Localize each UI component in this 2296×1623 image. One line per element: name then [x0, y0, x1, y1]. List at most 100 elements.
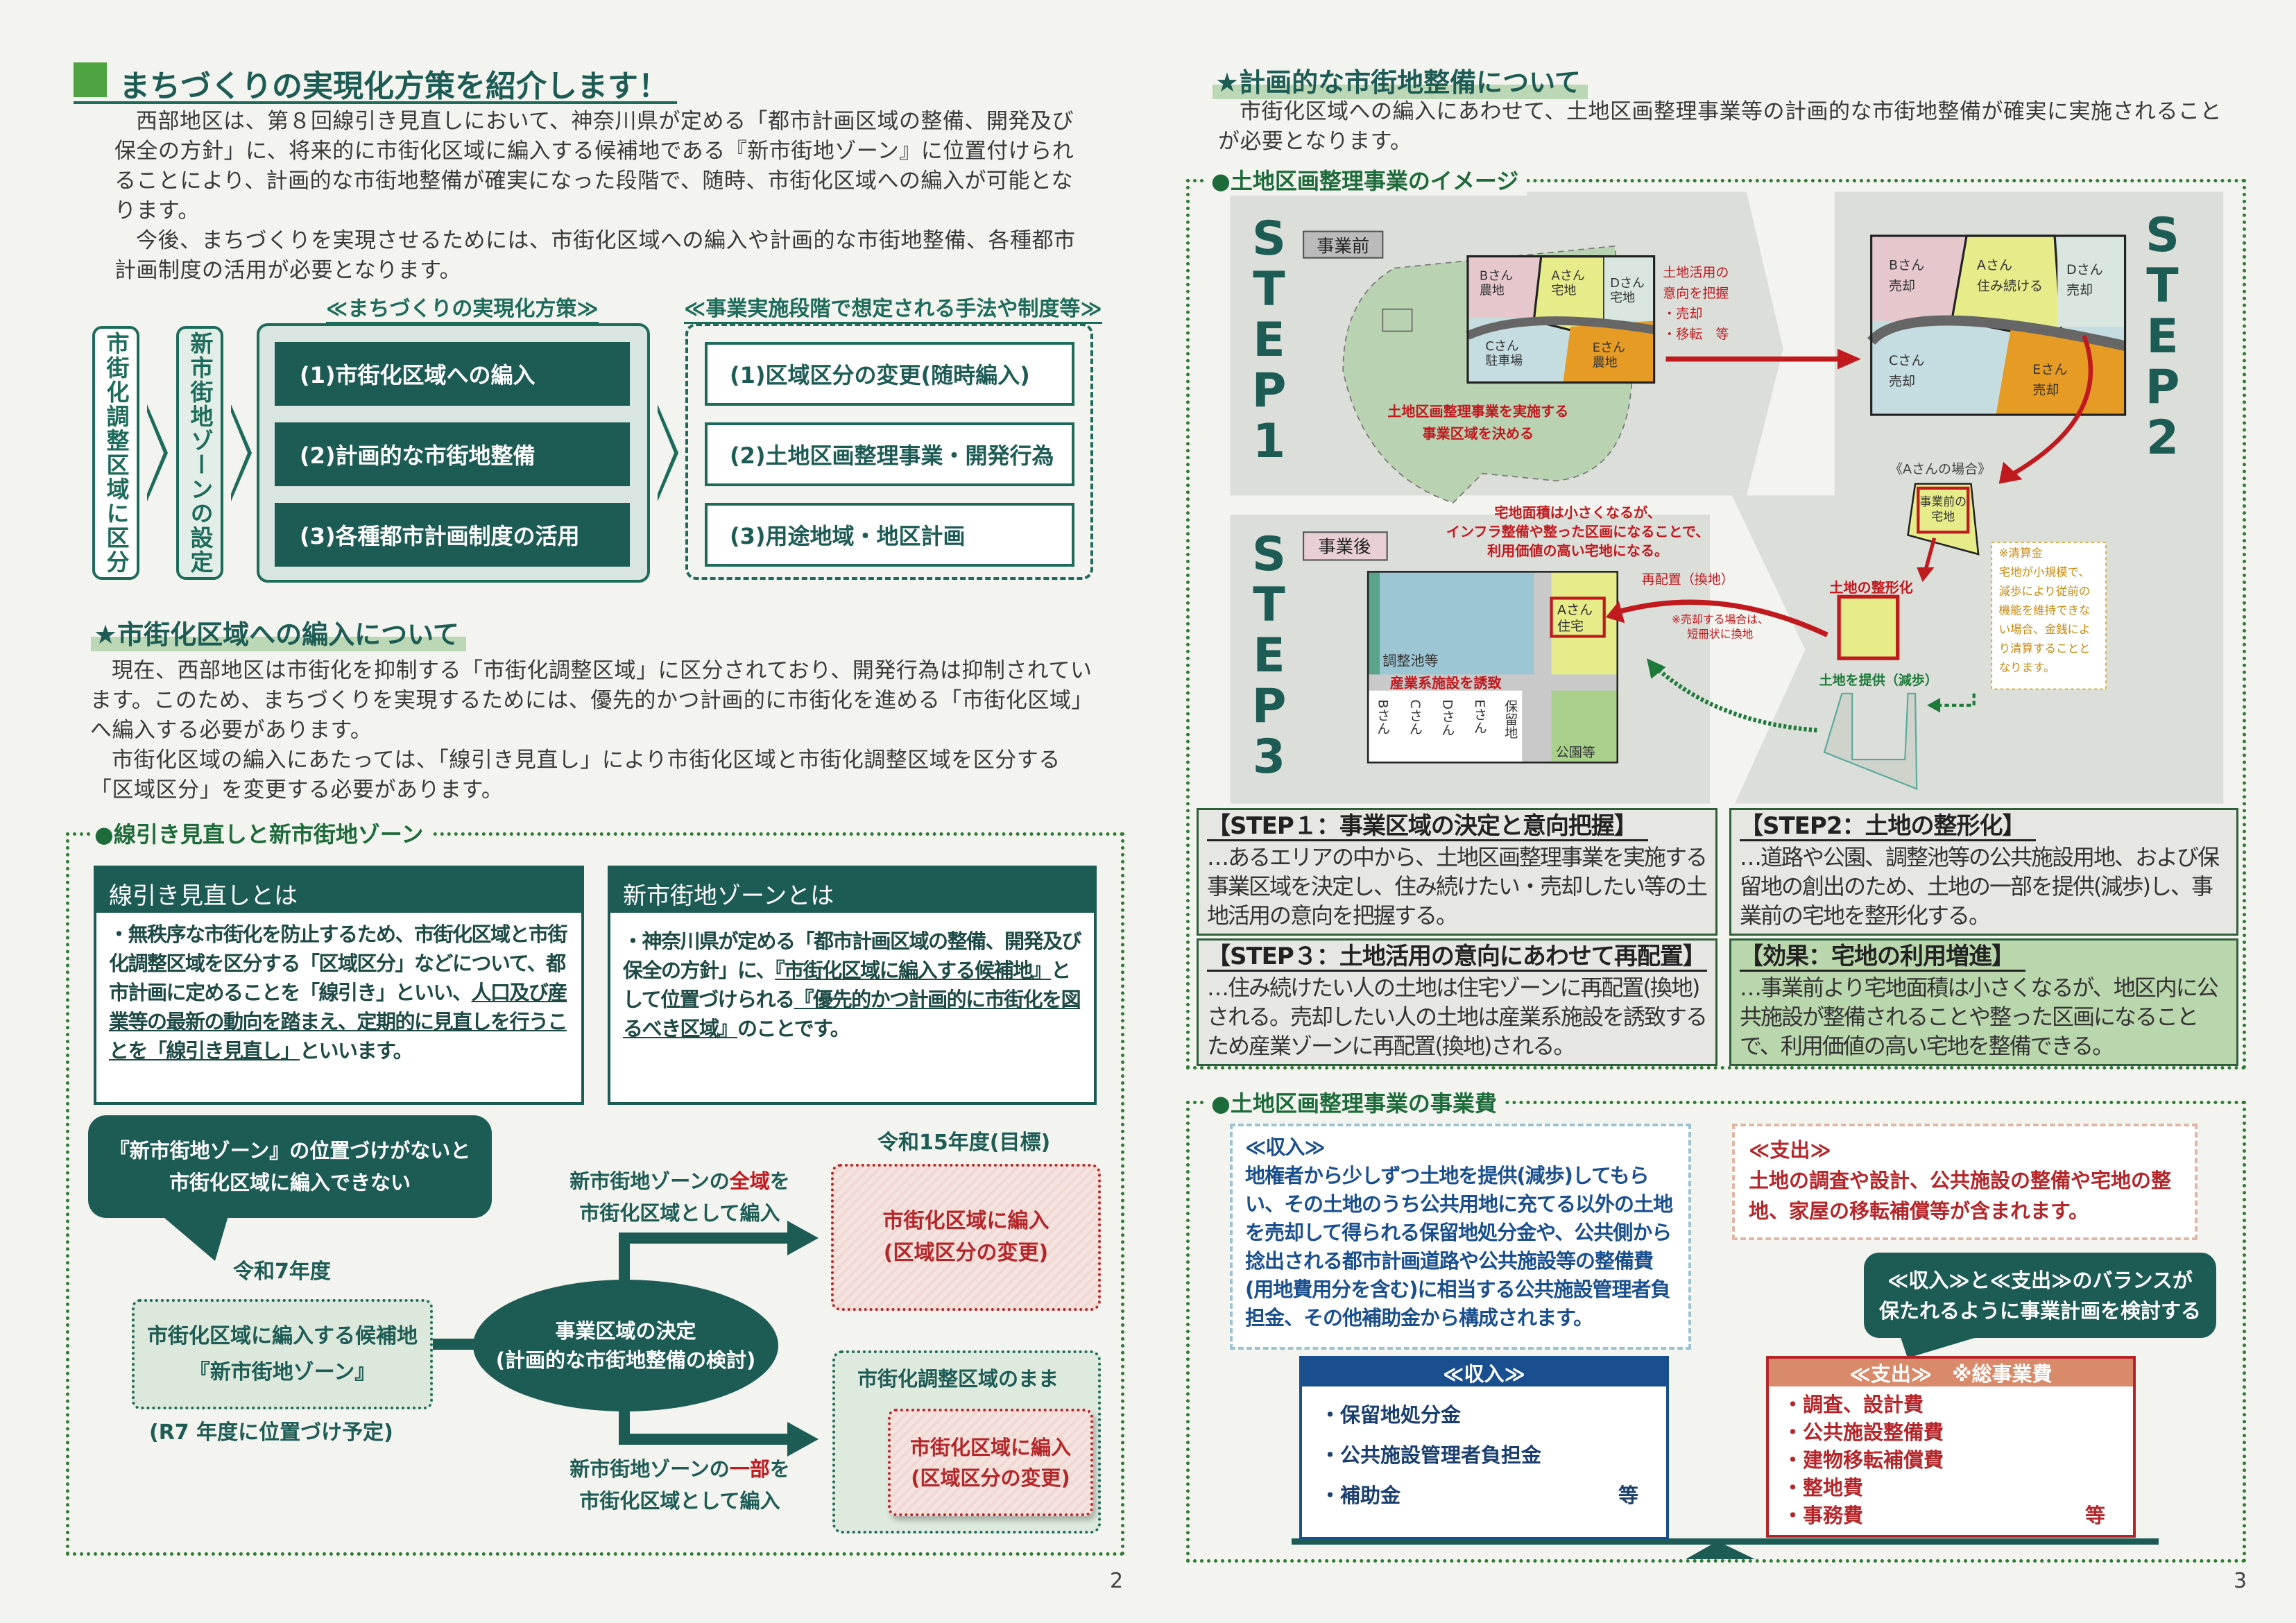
senbiki-definition: 線引き見直しとは ・無秩序な市街化を防止するため、市街化区域と市街化調整区域を区… [94, 866, 584, 1105]
income-etc: 等 [1618, 1484, 1638, 1507]
year-start: 令和7年度 [233, 1260, 331, 1284]
method-item: (2)土地区画整理事業・開発行為 [705, 422, 1074, 486]
text: ・無秩序な市街化を防止するため、市街化区域と市街化調整区域を区分する「区域区分」… [109, 922, 568, 1004]
strategy-heading: ≪まちづくりの実現化方策≫ [326, 291, 599, 324]
definition-body: ・無秩序な市街化を防止するため、市街化区域と市街化調整区域を区分する「区域区分」… [96, 913, 581, 1072]
bubble-line: 市街化区域に編入できない [169, 1171, 411, 1194]
step-title: 【STEP2：土地の整形化】 [1740, 813, 2037, 841]
strategy-item: (2)計画的な市街地整備 [275, 422, 630, 486]
image-section [1186, 179, 2246, 1070]
inclusion-paragraph: 市街化区域の編入にあたっては、「線引き見直し」により市街化区域と市街化調整区域を… [90, 748, 1061, 802]
definition-title: 新市街地ゾーンとは [610, 868, 1094, 913]
income-title: ≪収入≫ [1245, 1135, 1326, 1159]
intro-paragraph: 今後、まちづくりを実現させるためには、市街化区域への編入や計画的な市街地整備、各… [114, 228, 1076, 283]
intro-text: 西部地区は、第８回線引き見直しにおいて、神奈川県が定める「都市計画区域の整備、開… [114, 107, 1089, 286]
expense-item: ・建物移転補償費 [1783, 1448, 1944, 1472]
bubble-line: 保たれるように事業計画を検討する [1878, 1298, 2201, 1323]
underlined-text: 人口及び産業等の最新の動向を踏まえ、定期的に見直しを行うことを「線引き見直し」 [109, 981, 568, 1063]
expense-item: ・調査、設計費 [1783, 1393, 1924, 1416]
step-text: …住み続けたい人の土地は住宅ゾーンに再配置(換地)される。売却したい人の土地は産… [1207, 974, 1708, 1059]
chevron-right-icon [658, 404, 678, 501]
text: といいます。 [300, 1039, 413, 1063]
lower-path-label: 新市街地ゾーンの一部を 市街化区域として編入 [555, 1453, 805, 1517]
cost-section-label: ●土地区画整理事業の事業費 [1207, 1086, 1505, 1118]
ellipse-line: 事業区域の決定 [555, 1319, 696, 1343]
result-line: 市街化区域に編入 [909, 1435, 1071, 1459]
text: ・神奈川県が定める「都市計画区域の整備、開発及び保全の方針」に、 [623, 929, 1082, 982]
step3-description: 【STEP３：土地活用の意向にあわせて再配置】 …住み続けたい人の土地は住宅ゾー… [1197, 938, 1717, 1066]
expense-etc: 等 [2084, 1504, 2105, 1527]
bubble-line: ≪収入≫と≪支出≫のバランスが [1887, 1268, 2193, 1292]
text: 新市街地ゾーンの [569, 1169, 730, 1193]
result-box: 市街化区域に編入 (区域区分の変更) [831, 1164, 1101, 1311]
step-text: …道路や公園、調整池等の公共施設用地、および保留地の創出のため、土地の一部を提供… [1740, 844, 2220, 929]
planned-development-heading: ★計画的な市街地整備について [1213, 61, 1588, 99]
bubble-line: 『新市街地ゾーン』の位置づけがないと [109, 1139, 471, 1162]
title-underline [74, 101, 677, 104]
expense-table: ≪支出≫ ※総事業費 ・調査、設計費 ・公共施設整備費 ・建物移転補償費 ・整地… [1766, 1356, 2136, 1538]
ellipse-line: (計画的な市街地整備の検討) [495, 1348, 756, 1372]
planned-development-text: 市街化区域への編入にあわせて、土地区画整理事業等の計画的な市街地整備が確実に実施… [1218, 97, 2234, 157]
step2-label: STEP2 [2135, 208, 2190, 461]
step-text: …あるエリアの中から、土地区画整理事業を実施する事業区域を決定し、住み続けたい・… [1207, 844, 1708, 929]
candidate-line: 『新市街地ゾーン』 [189, 1359, 376, 1384]
income-item: ・保留地処分金 [1320, 1403, 1462, 1427]
text: を [769, 1169, 790, 1193]
page-title: まちづくりの実現化方策を紹介します！ [119, 69, 669, 104]
text: のことです。 [737, 1017, 850, 1040]
inclusion-paragraph: 現在、西部地区は市街化を抑制する「市街化調整区域」に区分されており、開発行為は抑… [90, 658, 1093, 743]
result-line: (区域区分の変更) [911, 1466, 1070, 1490]
income-item: ・補助金 [1320, 1484, 1401, 1507]
intro-paragraph: 西部地区は、第８回線引き見直しにおいて、神奈川県が定める「都市計画区域の整備、開… [114, 109, 1074, 223]
expense-title: ≪支出≫ [1749, 1138, 1831, 1162]
income-item: ・公共施設管理者負担金 [1320, 1443, 1542, 1467]
candidate-box: 市街化区域に編入する候補地 『新市街地ゾーン』 [132, 1299, 433, 1409]
text: を [769, 1457, 790, 1481]
expense-item: ・公共施設整備費 [1783, 1420, 1944, 1444]
remain-label: 市街化調整区域のまま [857, 1367, 1059, 1391]
definition-body: ・神奈川県が定める「都市計画区域の整備、開発及び保全の方針」に、『市街化区域に編… [610, 913, 1094, 1050]
result-box-partial: 市街化区域に編入 (区域区分の変更) [888, 1409, 1093, 1516]
text: 市街化区域として編入 [579, 1489, 780, 1513]
income-description: ≪収入≫ 地権者から少しずつ土地を提供(減歩)してもらい、その土地のうち公共用地… [1230, 1124, 1691, 1350]
new-zone-definition: 新市街地ゾーンとは ・神奈川県が定める「都市計画区域の整備、開発及び保全の方針」… [608, 866, 1097, 1105]
method-item: (1)区域区分の変更(随時編入) [705, 342, 1074, 406]
chevron-right-icon [231, 404, 252, 501]
page-number: 2 [1110, 1569, 1124, 1593]
step3-label: STEP3 [1242, 527, 1296, 780]
text: 市街化区域として編入 [579, 1201, 780, 1225]
speech-bubble: 『新市街地ゾーン』の位置づけがないと 市街化区域に編入できない [88, 1115, 492, 1218]
result-line: 市街化区域に編入 [882, 1209, 1050, 1233]
candidate-line: 市街化区域に編入する候補地 [147, 1323, 418, 1348]
expense-table-header: ≪支出≫ ※総事業費 [1769, 1359, 2133, 1386]
expense-item: ・事務費 [1783, 1504, 1864, 1527]
methods-heading: ≪事業実施段階で想定される手法や制度等≫ [684, 291, 1102, 324]
step-title: 【STEP３：土地活用の意向にあわせて再配置】 [1207, 943, 1707, 972]
emphasis: 一部 [729, 1457, 770, 1481]
page-number: 3 [2234, 1569, 2247, 1593]
title-marker [74, 62, 107, 97]
expense-text: 土地の調査や設計、公共施設の整備や宅地の整地、家屋の移転補償等が含まれます。 [1749, 1169, 2172, 1223]
text: として位置づけられる [623, 959, 1071, 1011]
definition-title: 線引き見直しとは [96, 868, 581, 913]
step1-label: STEP1 [1242, 212, 1296, 465]
step-text: …事業前より宅地面積は小さくなるが、地区内に公共施設が整備されることや整った区画… [1740, 974, 2219, 1059]
inclusion-text: 現在、西部地区は市街化を抑制する「市街化調整区域」に区分されており、開発行為は抑… [90, 656, 1096, 805]
balance-bubble: ≪収入≫と≪支出≫のバランスが 保たれるように事業計画を検討する [1864, 1253, 2216, 1338]
candidate-note: (R7 年度に位置づけ予定) [149, 1420, 393, 1445]
result-line: (区域区分の変更) [883, 1241, 1049, 1265]
strategy-item: (3)各種都市計画制度の活用 [275, 503, 630, 567]
expense-description: ≪支出≫ 土地の調査や設計、公共施設の整備や宅地の整地、家屋の移転補償等が含まれ… [1732, 1124, 2198, 1240]
emphasis: 全域 [729, 1169, 770, 1193]
inclusion-heading: ★市街化区域への編入について [91, 613, 466, 651]
method-item: (3)用途地域・地区計画 [705, 503, 1074, 567]
effect-description: 【効果：宅地の利用増進】 …事業前より宅地面積は小さくなるが、地区内に公共施設が… [1729, 938, 2238, 1066]
stage-urbanization-control: 市街化調整区域に区分 [92, 326, 139, 580]
senbiki-section [66, 832, 1124, 1556]
strategy-item: (1)市街化区域への編入 [275, 342, 630, 406]
underlined-text: 『優先的かつ計画的に市街化を図るべき区域』 [623, 988, 1081, 1040]
underlined-text: 『市街化区域に編入する候補地』 [775, 959, 1052, 982]
year-target: 令和15年度(目標) [877, 1131, 1051, 1155]
step-title: 【効果：宅地の利用増進】 [1740, 943, 2025, 972]
text: 新市街地ゾーンの [569, 1457, 730, 1481]
